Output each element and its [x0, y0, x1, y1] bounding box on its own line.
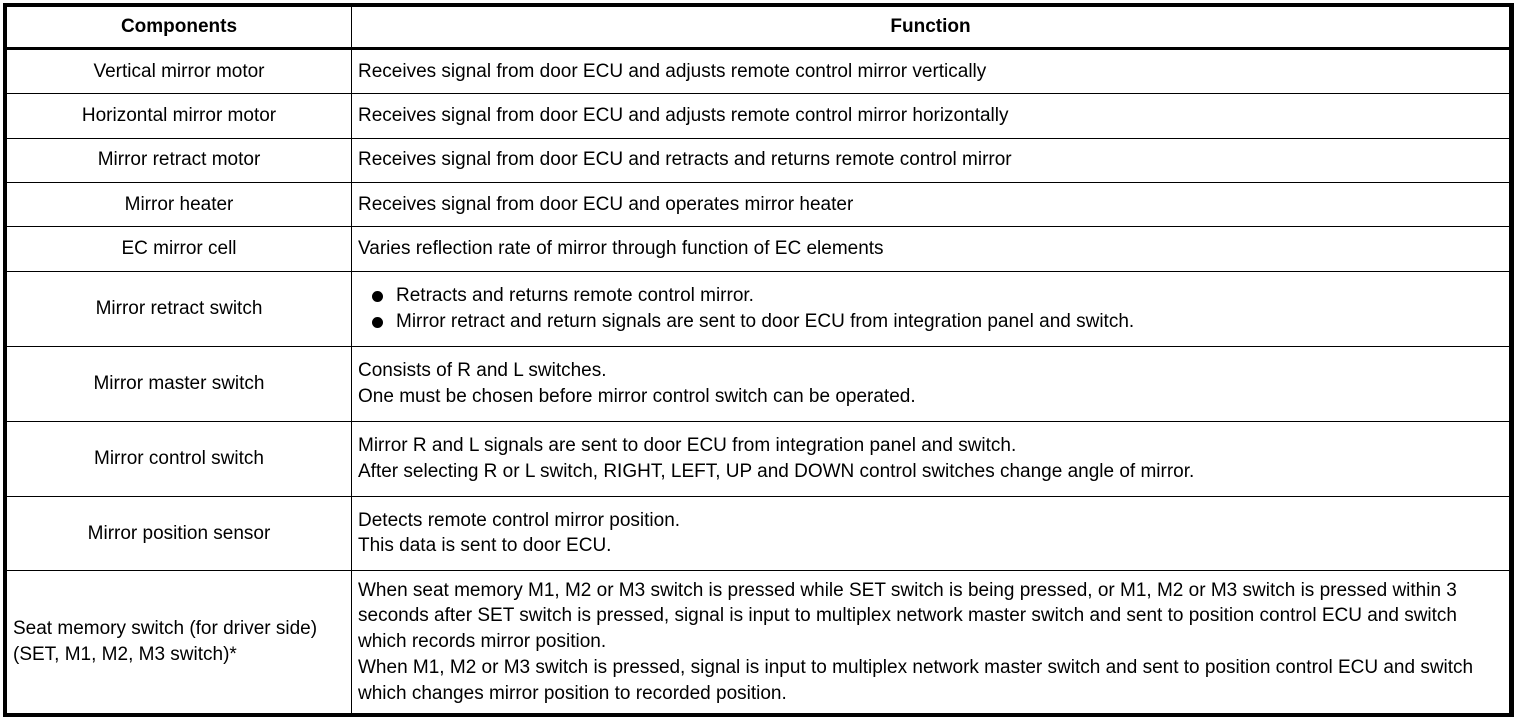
- table-header-row: Components Function: [6, 6, 1510, 50]
- component-cell: Vertical mirror motor: [6, 47, 352, 95]
- component-cell: Mirror control switch: [6, 420, 352, 497]
- component-cell: Seat memory switch (for driver side) (SE…: [6, 570, 352, 714]
- function-cell: Mirror R and L signals are sent to door …: [351, 420, 1510, 497]
- component-cell: Mirror position sensor: [6, 495, 352, 572]
- function-line: When M1, M2 or M3 switch is pressed, sig…: [358, 657, 1474, 704]
- table-row: EC mirror cell Varies reflection rate of…: [6, 226, 1510, 272]
- function-line: One must be chosen before mirror control…: [358, 385, 916, 407]
- function-line: When seat memory M1, M2 or M3 switch is …: [358, 579, 1457, 653]
- function-cell: Detects remote control mirror position. …: [351, 495, 1510, 572]
- component-cell: Mirror heater: [6, 182, 352, 228]
- header-function: Function: [351, 6, 1510, 50]
- function-line: Mirror R and L signals are sent to door …: [358, 434, 1017, 456]
- table-row: Mirror retract switch Retracts and retur…: [6, 270, 1510, 347]
- function-cell: Varies reflection rate of mirror through…: [351, 226, 1510, 272]
- table-row: Mirror master switch Consists of R and L…: [6, 345, 1510, 422]
- component-cell: Horizontal mirror motor: [6, 93, 352, 139]
- component-cell: Mirror retract switch: [6, 270, 352, 347]
- table-row: Horizontal mirror motor Receives signal …: [6, 93, 1510, 139]
- function-cell: Retracts and returns remote control mirr…: [351, 270, 1510, 347]
- function-cell: Receives signal from door ECU and adjust…: [351, 93, 1510, 139]
- function-bullet-list: Retracts and returns remote control mirr…: [358, 283, 1503, 335]
- function-line: This data is sent to door ECU.: [358, 535, 612, 557]
- function-line: Receives signal from door ECU and retrac…: [358, 149, 1012, 171]
- function-line: Receives signal from door ECU and adjust…: [358, 60, 987, 82]
- function-line: Detects remote control mirror position.: [358, 509, 681, 531]
- function-line: After selecting R or L switch, RIGHT, LE…: [358, 460, 1195, 482]
- function-cell: Receives signal from door ECU and retrac…: [351, 137, 1510, 184]
- header-components: Components: [6, 6, 352, 50]
- function-cell: Receives signal from door ECU and operat…: [351, 182, 1510, 228]
- table-row: Mirror control switch Mirror R and L sig…: [6, 420, 1510, 497]
- function-line: Consists of R and L switches.: [358, 359, 607, 381]
- function-line: Receives signal from door ECU and adjust…: [358, 105, 1009, 127]
- table-row: Seat memory switch (for driver side) (SE…: [6, 570, 1510, 714]
- component-cell: EC mirror cell: [6, 226, 352, 272]
- table-row: Vertical mirror motor Receives signal fr…: [6, 47, 1510, 95]
- table-row: Mirror heater Receives signal from door …: [6, 182, 1510, 228]
- function-bullet: Retracts and returns remote control mirr…: [370, 283, 1503, 309]
- components-function-table: Components Function Vertical mirror moto…: [6, 6, 1510, 714]
- function-line: Varies reflection rate of mirror through…: [358, 238, 884, 260]
- components-function-table-frame: Components Function Vertical mirror moto…: [3, 3, 1514, 717]
- function-line: Receives signal from door ECU and operat…: [358, 193, 854, 215]
- function-bullet: Mirror retract and return signals are se…: [370, 309, 1503, 335]
- component-cell: Mirror retract motor: [6, 137, 352, 184]
- table-row: Mirror position sensor Detects remote co…: [6, 495, 1510, 572]
- table-row: Mirror retract motor Receives signal fro…: [6, 137, 1510, 184]
- function-cell: Consists of R and L switches. One must b…: [351, 345, 1510, 422]
- function-cell: Receives signal from door ECU and adjust…: [351, 47, 1510, 95]
- component-cell: Mirror master switch: [6, 345, 352, 422]
- function-cell: When seat memory M1, M2 or M3 switch is …: [351, 570, 1510, 714]
